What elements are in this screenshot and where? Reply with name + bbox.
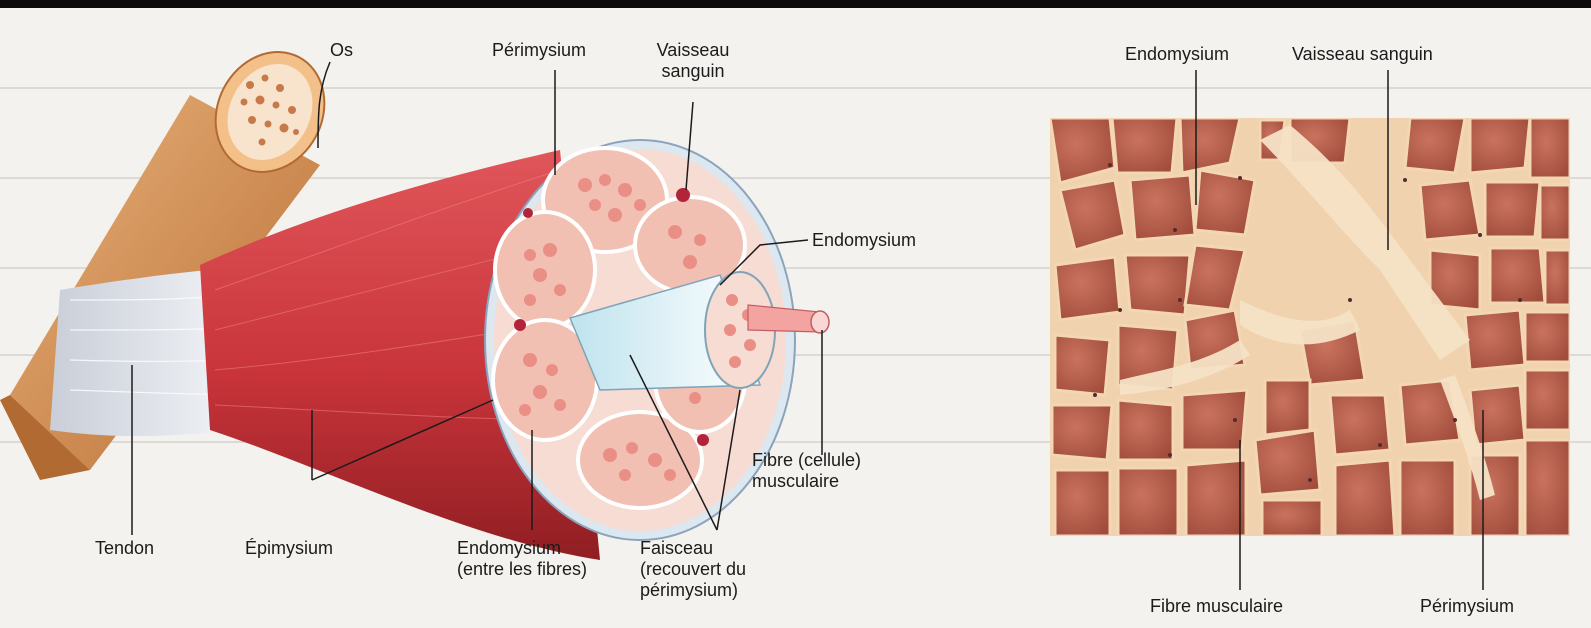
micro-label-endomysium: Endomysium — [1125, 44, 1229, 65]
micro-label-vaisseau-sanguin: Vaisseau sanguin — [1292, 44, 1433, 65]
micro-label-fibre-musculaire: Fibre musculaire — [1150, 596, 1283, 617]
micro-label-perimysium: Périmysium — [1420, 596, 1514, 617]
